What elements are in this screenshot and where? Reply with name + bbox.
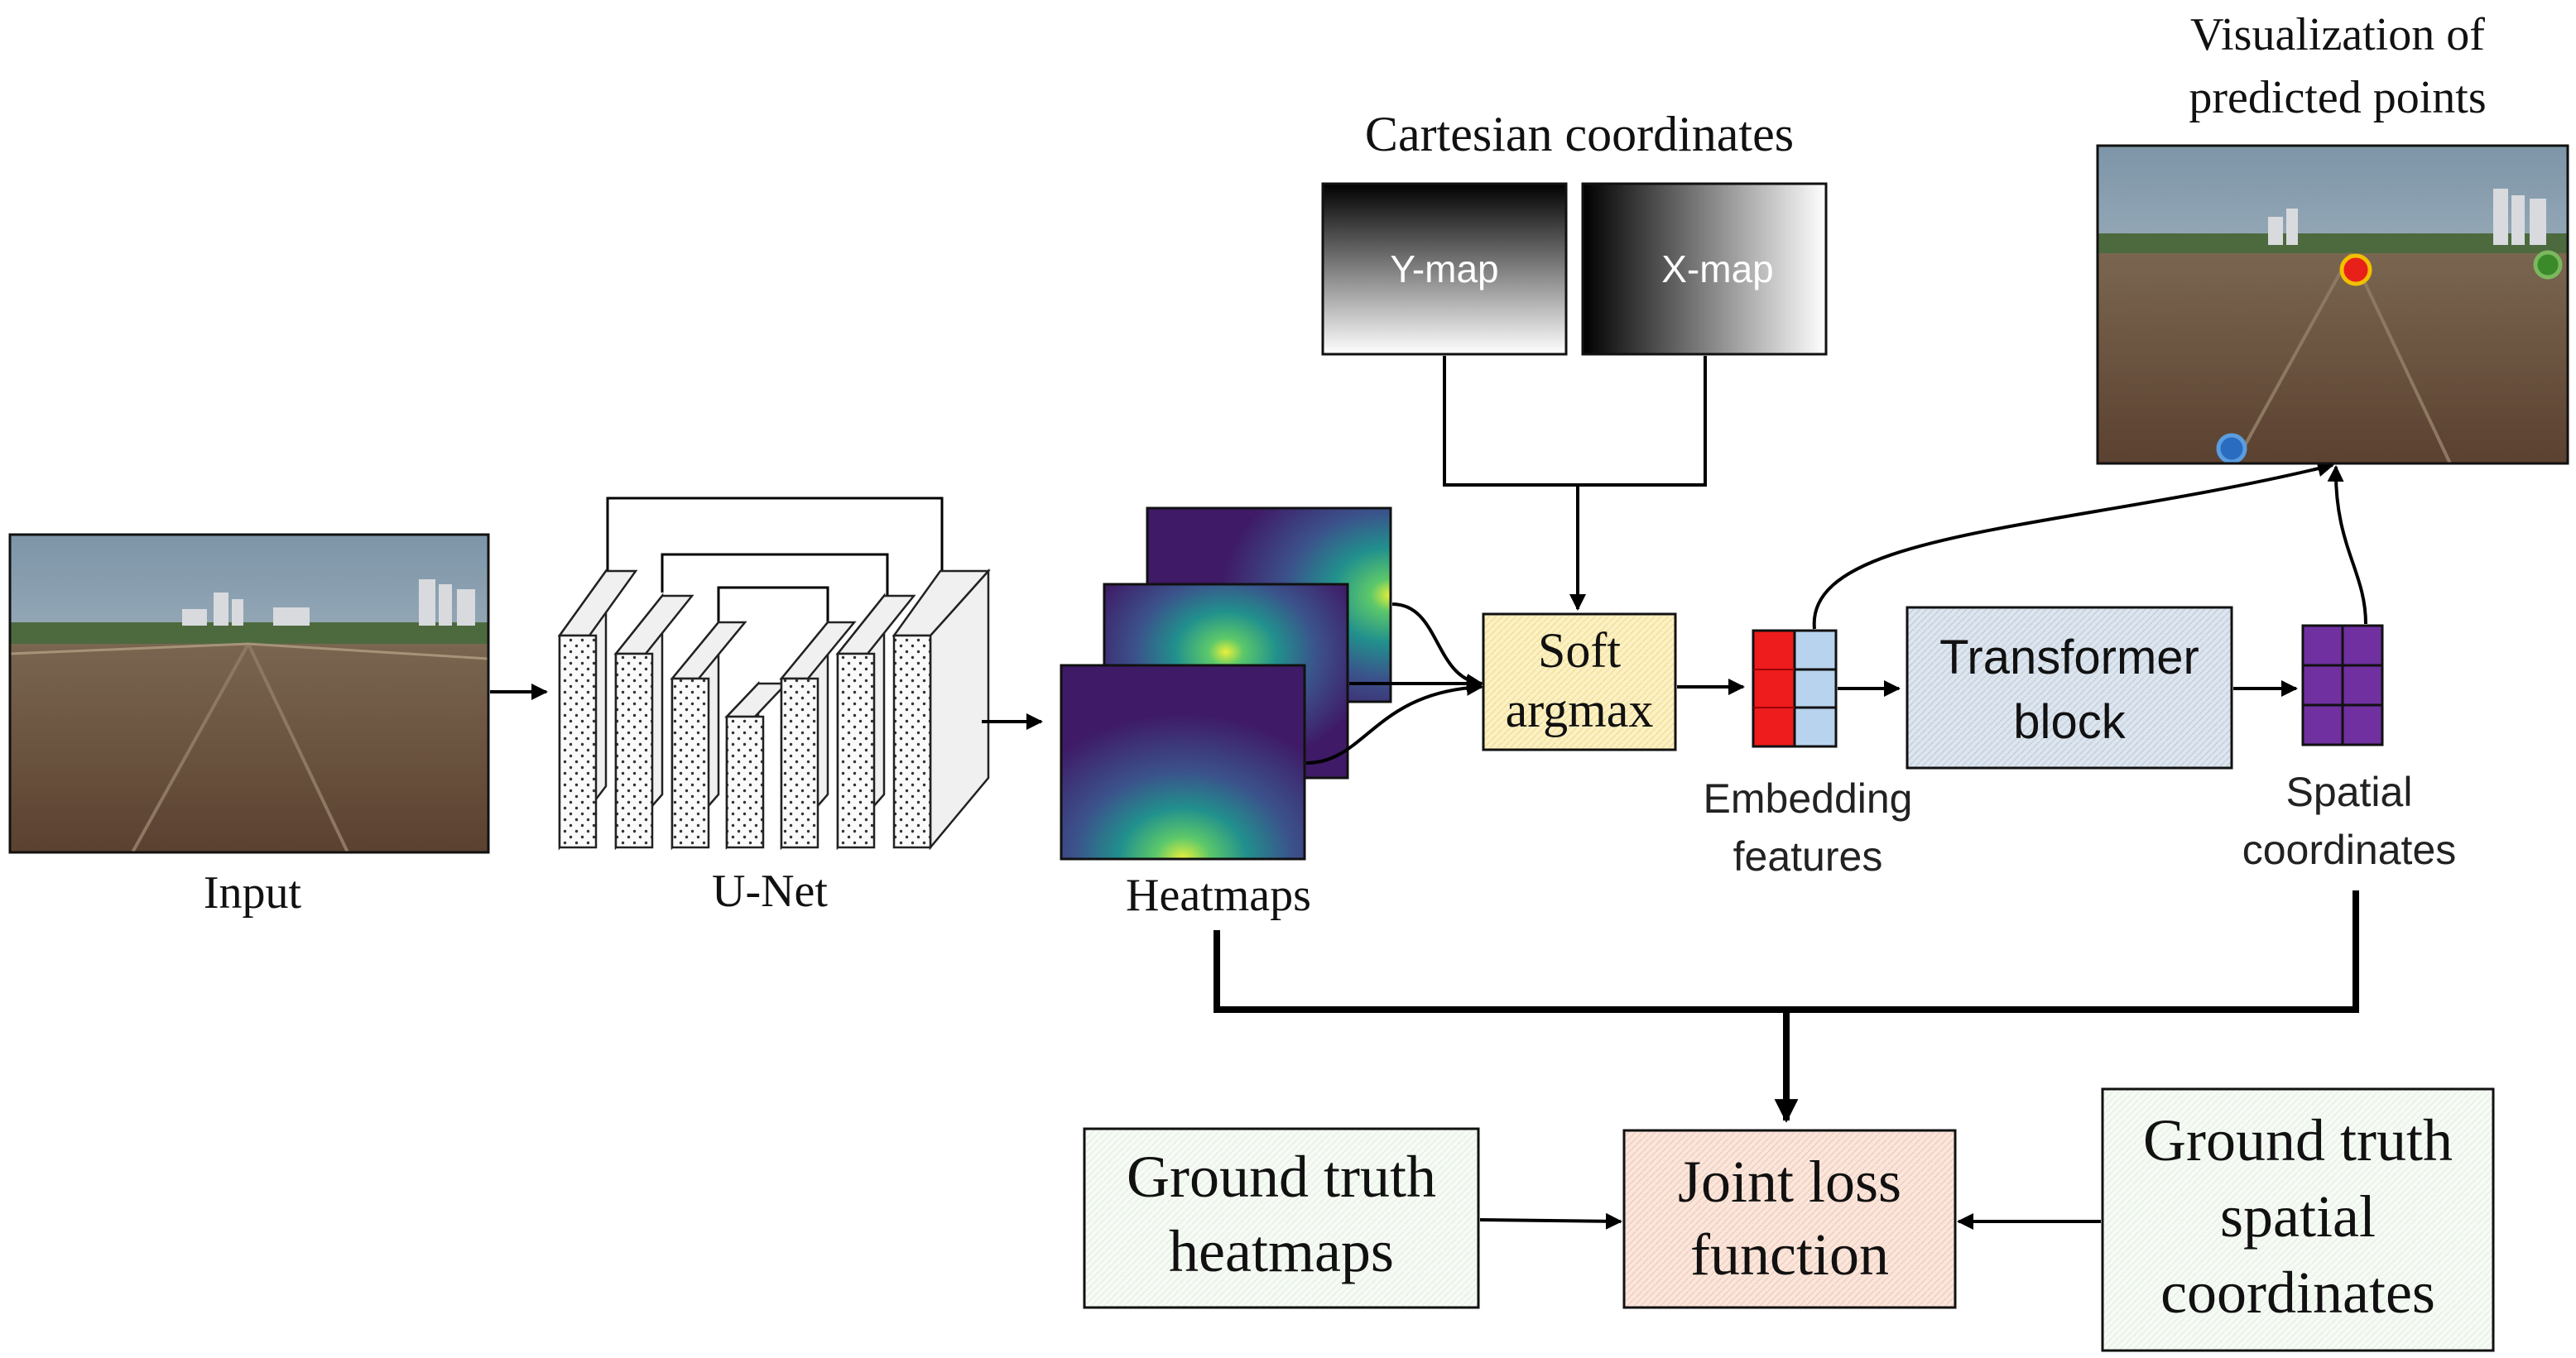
gt-spatial-line1: Ground truth bbox=[2143, 1107, 2453, 1173]
x-map bbox=[1581, 182, 1828, 356]
input-label: Input bbox=[204, 867, 302, 919]
gt-heatmaps-box bbox=[1083, 1127, 1480, 1309]
x-map-label: X-map bbox=[1661, 247, 1773, 290]
gt-spatial-box bbox=[2101, 1087, 2495, 1352]
arrow-embedding-to-visualization bbox=[1812, 460, 2334, 630]
spatial-coordinates-grid bbox=[2301, 624, 2384, 746]
loss-path bbox=[1214, 890, 2359, 1013]
visualization-image bbox=[2098, 146, 2568, 463]
gt-spatial-line2: spatial bbox=[2220, 1183, 2376, 1250]
arrows-heatmaps-to-softargmax bbox=[1305, 602, 1483, 765]
input-image bbox=[10, 535, 488, 852]
soft-argmax-line2: argmax bbox=[1506, 683, 1654, 737]
transformer-block-box bbox=[1906, 606, 2233, 770]
joint-loss-line1: Joint loss bbox=[1678, 1149, 1901, 1215]
predicted-point-blue bbox=[2216, 433, 2247, 463]
unet-block bbox=[557, 497, 991, 851]
predicted-point-red bbox=[2339, 253, 2372, 286]
soft-argmax-line1: Soft bbox=[1538, 623, 1621, 678]
transformer-line1: Transformer bbox=[1939, 631, 2199, 684]
joint-loss-line2: function bbox=[1690, 1221, 1889, 1288]
arrow-spatial-to-visualization bbox=[2327, 465, 2367, 625]
viz-title-line1: Visualization of bbox=[2190, 9, 2485, 60]
viz-title-line2: predicted points bbox=[2189, 72, 2486, 123]
y-map-label: Y-map bbox=[1390, 247, 1498, 290]
unet-label: U-Net bbox=[712, 866, 828, 917]
embedding-label-line1: Embedding bbox=[1704, 775, 1913, 822]
arrow-maps-to-softargmax bbox=[1443, 356, 1707, 609]
arrow-gt-heatmaps-to-loss bbox=[1479, 1212, 1622, 1230]
gt-spatial-line3: coordinates bbox=[2160, 1260, 2435, 1326]
heatmap-1 bbox=[1060, 664, 1306, 861]
gt-heatmaps-line1: Ground truth bbox=[1127, 1144, 1436, 1210]
predicted-point-green bbox=[2533, 250, 2563, 280]
embedding-features bbox=[1752, 629, 1838, 748]
heatmap-stack bbox=[1060, 506, 1392, 861]
spatial-label-line1: Spatial bbox=[2286, 769, 2413, 815]
gt-heatmaps-line2: heatmaps bbox=[1169, 1218, 1394, 1284]
y-map bbox=[1321, 182, 1568, 356]
transformer-line2: block bbox=[2013, 695, 2126, 749]
joint-loss-box bbox=[1622, 1129, 1957, 1309]
embedding-label-line2: features bbox=[1733, 833, 1883, 880]
heatmaps-label: Heatmaps bbox=[1126, 870, 1311, 921]
cartesian-title: Cartesian coordinates bbox=[1365, 107, 1794, 161]
soft-argmax-box bbox=[1482, 612, 1677, 751]
spatial-label-line2: coordinates bbox=[2242, 827, 2457, 873]
